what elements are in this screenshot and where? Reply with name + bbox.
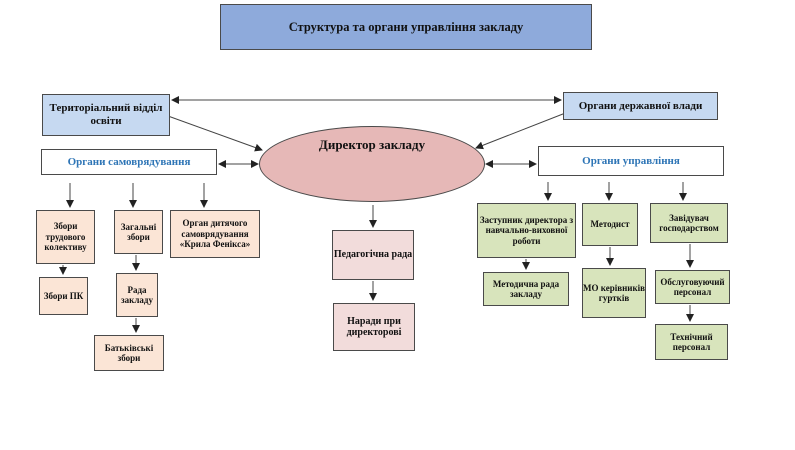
general-meeting-box: Загальні збори — [114, 210, 163, 254]
school-council-box: Рада закладу — [116, 273, 158, 317]
parents-meeting-box: Батьківські збори — [94, 335, 164, 371]
methodist-box: Методист — [582, 203, 638, 246]
territorial-education-box: Територіальний відділ освіти — [42, 94, 170, 136]
deputy-director-box: Заступник директора з навчально-виховної… — [477, 203, 576, 258]
diagram-title: Структура та органи управління закладу — [220, 4, 592, 50]
arrow-state-director — [475, 111, 569, 150]
service-staff-box: Обслуговуючий персонал — [655, 270, 730, 304]
director-meetings-box: Наради при директорові — [333, 303, 415, 351]
children-self-gov-box: Орган дитячого самоврядування «Крила Фен… — [170, 210, 260, 258]
technical-staff-box: Технічний персонал — [655, 324, 728, 360]
facility-manager-box: Завідувач господарством — [650, 203, 728, 243]
methodical-council-box: Методична рада закладу — [483, 272, 569, 306]
pedagogical-council-box: Педагогічна рада — [332, 230, 414, 280]
mo-heads-box: МО керівників гуртків — [582, 268, 646, 318]
pk-meeting-box: Збори ПК — [39, 277, 88, 315]
state-bodies-box: Органи державної влади — [563, 92, 718, 120]
self-government-box: Органи самоврядування — [41, 149, 217, 175]
arrow-territorial-director — [167, 115, 263, 152]
director-ellipse: Директор закладу — [259, 126, 485, 202]
labor-meeting-box: Збори трудового колективу — [36, 210, 95, 264]
management-box: Органи управління — [538, 146, 724, 176]
